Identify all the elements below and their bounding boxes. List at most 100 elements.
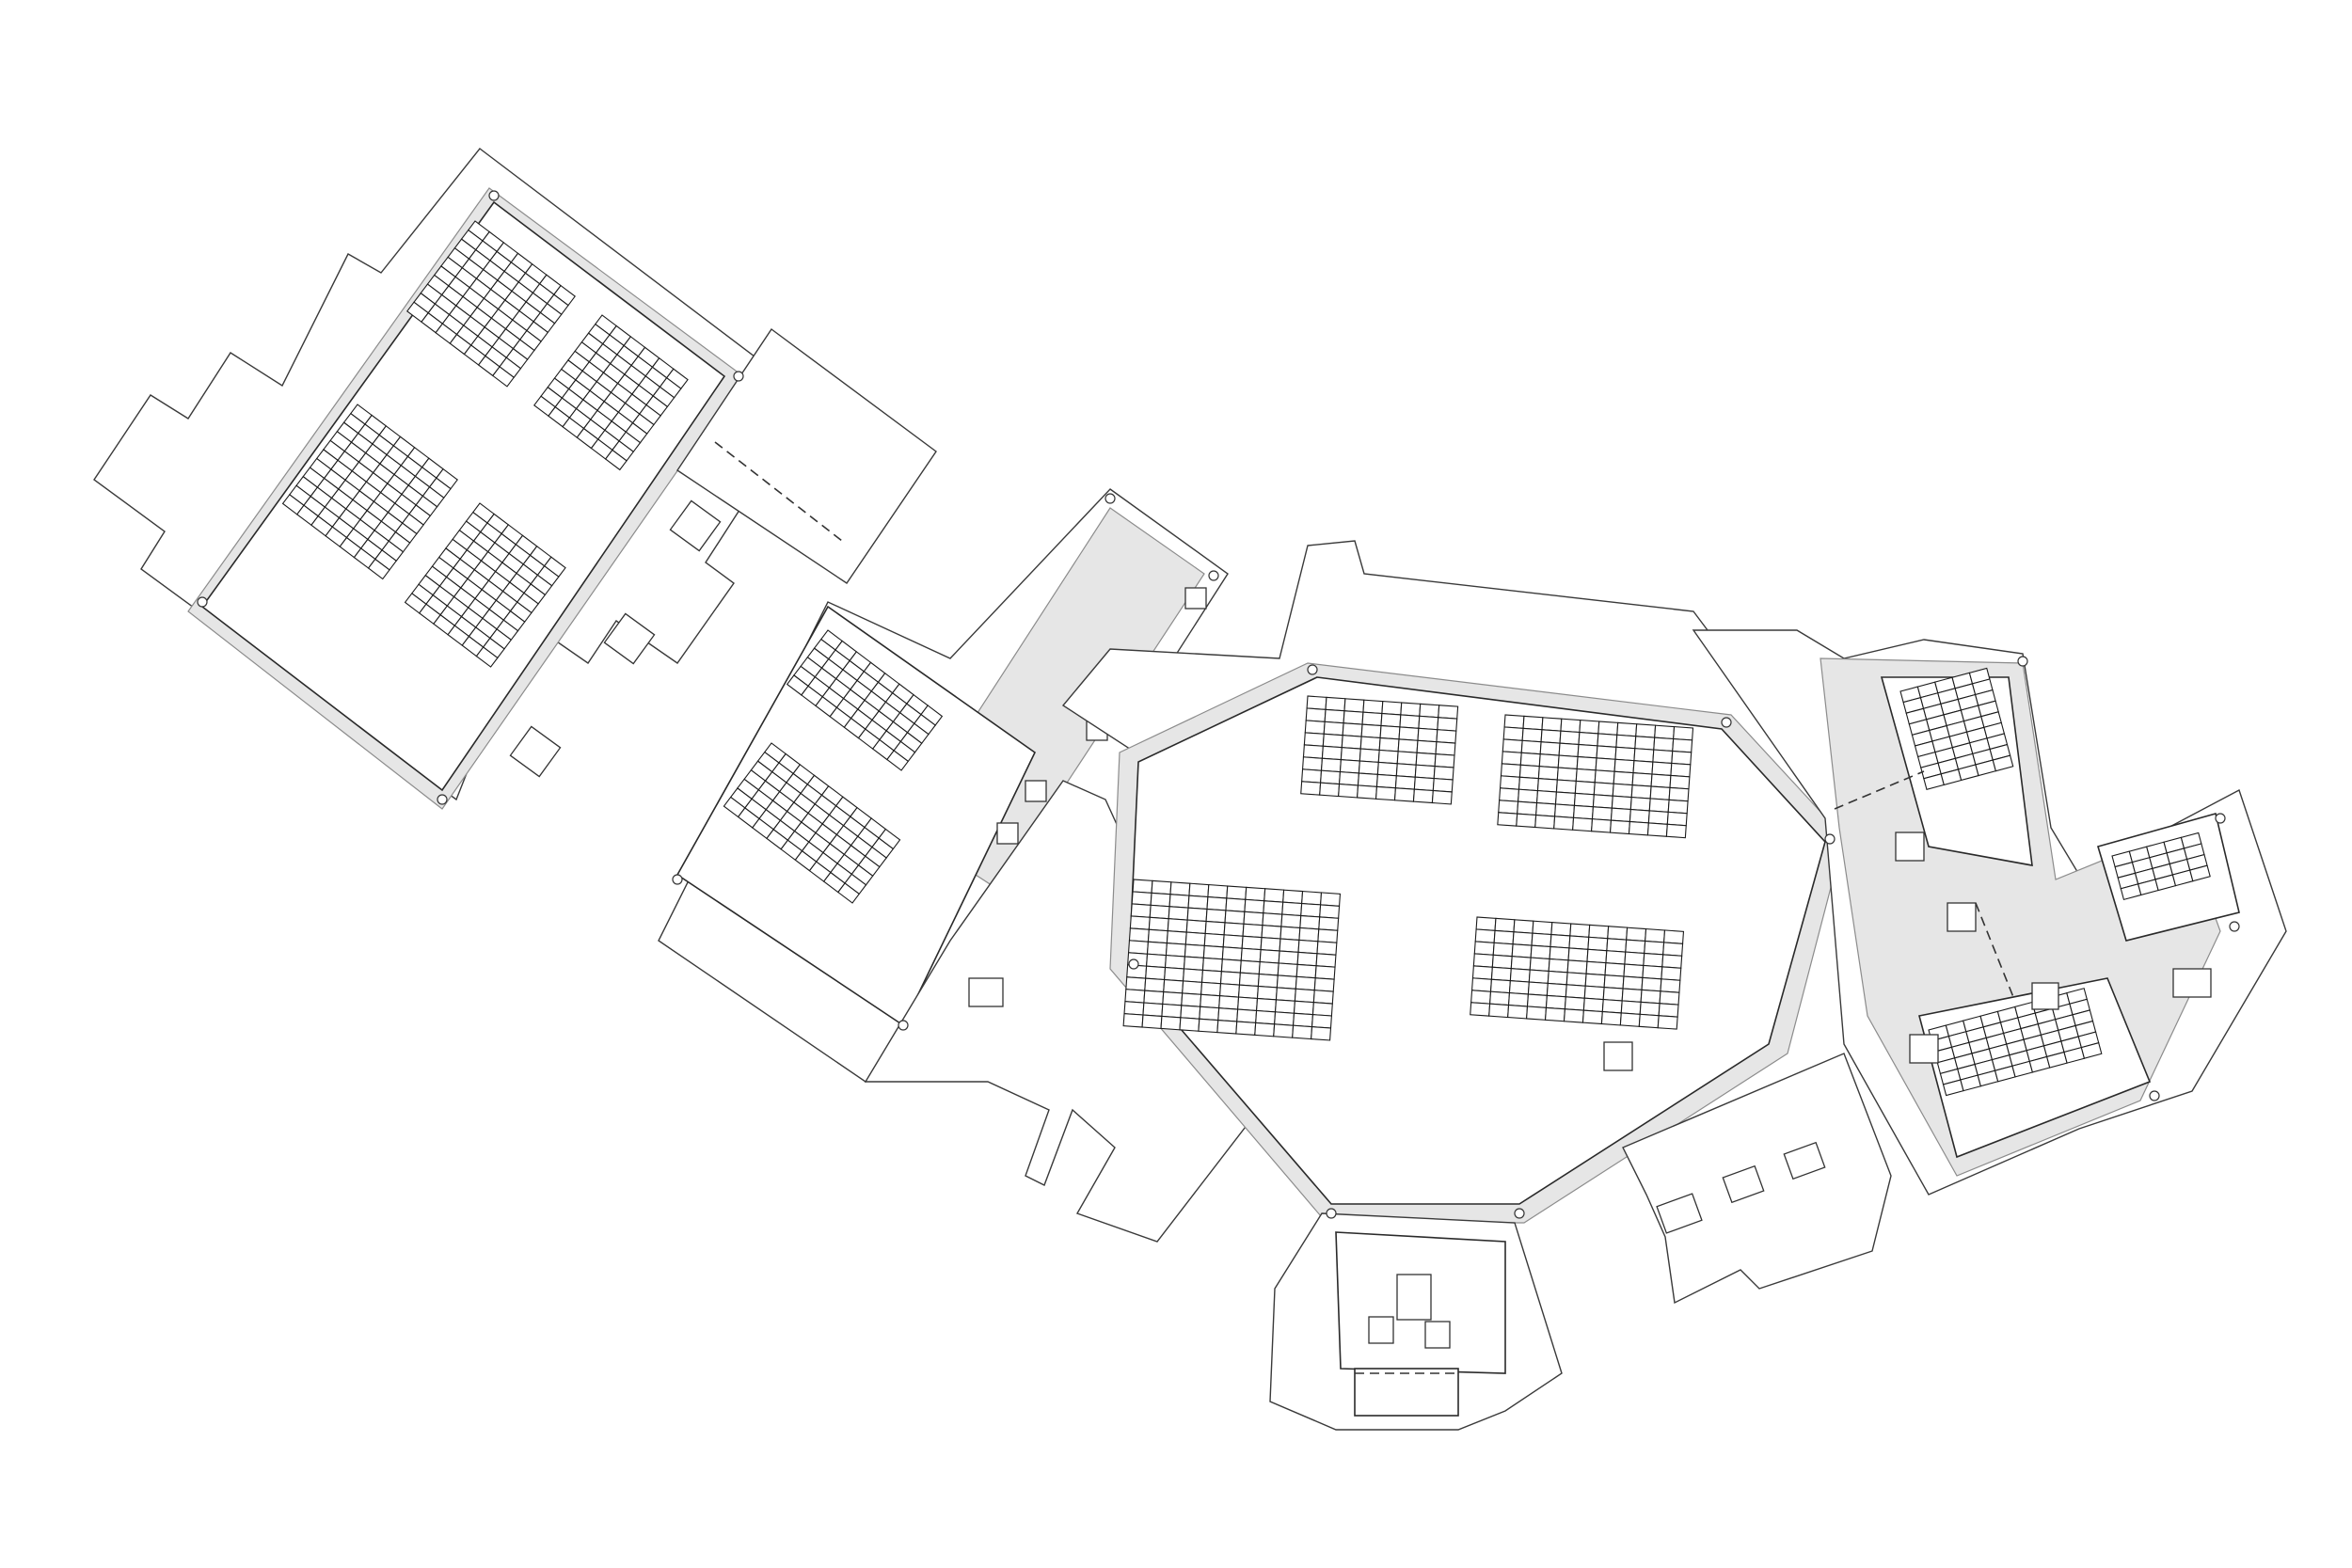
solar-panel <box>1584 973 1606 989</box>
solar-panel <box>1556 767 1578 783</box>
solar-panel <box>475 646 499 668</box>
solar-panel <box>1181 992 1202 1007</box>
solar-panel <box>1166 930 1187 945</box>
solar-panel <box>1379 724 1401 740</box>
solar-panel <box>1240 947 1262 963</box>
solar-panel <box>1547 970 1568 986</box>
roof-drain <box>1104 493 1116 504</box>
solar-panel <box>1320 757 1342 773</box>
solar-panel <box>1416 739 1438 755</box>
w-block-a <box>786 629 944 771</box>
solar-panel <box>1299 914 1321 930</box>
solar-panel <box>1539 741 1561 756</box>
solar-panel <box>1625 939 1646 955</box>
solar-panel <box>1320 892 1342 907</box>
solar-panel <box>1237 996 1259 1012</box>
solar-panel <box>1575 768 1597 784</box>
solar-panel <box>1376 761 1398 777</box>
solar-panel <box>1187 895 1209 911</box>
solar-panel <box>1550 921 1572 937</box>
solar-panel <box>1216 1020 1238 1035</box>
roof-drain <box>2017 656 2028 667</box>
solar-panel <box>1470 1002 1491 1017</box>
solar-panel <box>1317 928 1339 943</box>
solar-panel <box>1322 733 1343 749</box>
rooftop-unit <box>1025 780 1047 802</box>
solar-panel <box>1555 779 1577 794</box>
roof-drain <box>197 596 208 608</box>
solar-panel <box>1613 770 1634 786</box>
solar-panel <box>1359 736 1381 752</box>
rooftop-unit <box>603 612 656 665</box>
solar-panel <box>1161 1003 1183 1019</box>
solar-panel <box>1160 1015 1182 1031</box>
solar-panel <box>1629 808 1650 824</box>
solar-panel <box>1414 764 1436 780</box>
solar-panel <box>1188 882 1210 898</box>
solar-panel <box>1614 746 1636 762</box>
solar-panel <box>1621 988 1643 1003</box>
solar-panel <box>1502 726 1524 741</box>
solar-panel <box>1582 997 1604 1013</box>
solar-panel <box>1601 998 1623 1014</box>
solar-panel <box>1606 938 1628 953</box>
solar-panel <box>1610 807 1631 823</box>
solar-panel <box>1220 958 1242 974</box>
solar-panel <box>1241 935 1263 951</box>
solar-panel <box>1631 772 1653 787</box>
solar-panel <box>1530 944 1551 960</box>
solar-panel <box>1597 733 1618 748</box>
solar-panel <box>1184 931 1206 947</box>
solar-panel <box>1163 978 1184 994</box>
solar-panel <box>1142 1002 1164 1018</box>
solar-panel <box>1501 751 1522 766</box>
solar-panel <box>1532 920 1553 936</box>
solar-panel <box>1488 1003 1510 1019</box>
solar-panel <box>1594 769 1615 784</box>
solar-panel <box>1198 1018 1219 1034</box>
solar-panel <box>1657 1015 1678 1030</box>
solar-panel <box>1375 773 1397 789</box>
solar-panel <box>1242 923 1263 939</box>
solar-panel <box>1513 919 1534 934</box>
solar-panel <box>1144 977 1166 993</box>
solar-panel <box>1497 812 1518 827</box>
rooftop-unit <box>2031 982 2059 1010</box>
roof-drain <box>1307 664 1318 675</box>
solar-panel <box>1302 744 1324 759</box>
solar-panel <box>1132 879 1153 894</box>
solar-panel <box>1319 904 1341 919</box>
solar-panel <box>1200 969 1222 985</box>
solar-panel <box>1281 901 1303 917</box>
solar-panel <box>1521 727 1543 743</box>
solar-panel <box>1217 1007 1239 1022</box>
solar-panel <box>1615 734 1637 750</box>
solar-panel <box>1673 725 1694 741</box>
solar-panel <box>1311 1002 1333 1017</box>
solar-panel <box>1494 917 1516 933</box>
solar-panel <box>1554 803 1576 818</box>
solar-panel <box>1141 1014 1163 1029</box>
solar-panel <box>1475 916 1497 931</box>
west-annex <box>864 780 1252 1243</box>
solar-panel <box>1654 724 1676 740</box>
solar-panel <box>1394 775 1416 790</box>
solar-panel <box>1301 768 1323 784</box>
solar-panel <box>1591 818 1613 833</box>
solar-panel <box>1314 965 1336 980</box>
solar-panel <box>1417 727 1438 743</box>
solar-panel <box>367 558 390 580</box>
solar-panel <box>1415 752 1437 768</box>
solar-panel <box>1377 749 1399 765</box>
solar-panel <box>1651 761 1673 777</box>
solar-panel <box>1578 731 1599 747</box>
solar-panel <box>1183 968 1204 983</box>
solar-panel <box>1282 889 1304 905</box>
nw-block-a <box>406 220 576 388</box>
solar-panel <box>1395 763 1417 778</box>
solar-panel <box>1205 908 1227 924</box>
solar-panel <box>1432 777 1454 793</box>
solar-panel <box>1517 800 1538 816</box>
solar-panel <box>1292 1012 1314 1028</box>
solar-panel <box>1297 939 1319 955</box>
